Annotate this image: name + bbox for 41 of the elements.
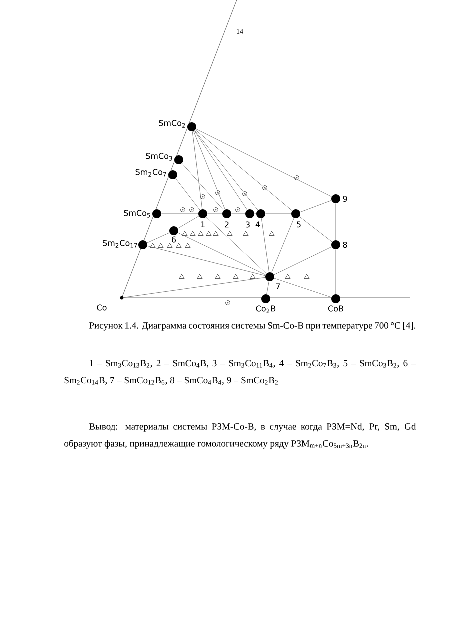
phase-label: 3 xyxy=(246,222,250,228)
phase-label: 4 xyxy=(256,222,260,228)
tie-line xyxy=(194,130,248,210)
phase-label: 5 xyxy=(297,222,301,228)
tie-line xyxy=(206,217,267,274)
phase-label: 6 xyxy=(172,236,176,243)
tie-line xyxy=(261,218,270,273)
phase-label: Co$_{2}$B xyxy=(256,306,276,314)
phase-label: SmCo$_{5}$ xyxy=(124,210,150,218)
phase-label: 9 xyxy=(343,196,348,202)
tie-line xyxy=(124,277,266,298)
phase-label: 2 xyxy=(225,222,229,228)
tie-line xyxy=(194,130,258,211)
tie-line xyxy=(196,128,332,198)
phase-list: 1 – Sm$_{3}$Co$_{13}$B$_{2}$, 2 – SmCo$_{4}$B, 3 – Sm$_{3}$Co$_{11}$B$_{4}$, 4 – Sm$_{2}$Co$_{7}$B$_{3}$, 5 – SmCo$_{3}$B$_{2}$, 6 – Sm$_{2}$Co$_{14}$B, 7 – SmCo$_{12}$B$_{6}$, 8 – SmCo$_{4}$B$_{4}$, 9 – SmCo$_{2}$B$_{2}$ xyxy=(64,360,416,385)
phase-label: CoB xyxy=(328,306,344,312)
tie-line xyxy=(178,232,266,276)
phase-label: Co xyxy=(97,304,107,311)
tie-line xyxy=(182,163,224,211)
tie-line xyxy=(147,232,170,244)
tie-line xyxy=(147,246,266,276)
tie-line xyxy=(274,278,332,298)
tie-line xyxy=(266,281,270,295)
phase-label: 7 xyxy=(276,284,280,290)
tie-line xyxy=(300,216,332,242)
phase-label: 8 xyxy=(343,242,348,248)
conclusion-text: Вывод: материалы системы РЗМ-Co-B, в случае когда РЗМ=Nd, Pr, Sm, Gd образуют фазы, принадлежащие гомологическому ряду РЗМ$_{m+n}$Co$_{5m+3n}$B$_{2n}$. xyxy=(64,423,416,449)
tie-line xyxy=(194,131,226,210)
phase-label: Sm$_{2}$Co$_{7}$ xyxy=(136,169,166,177)
tie-line xyxy=(176,178,200,210)
phase-label: 1 xyxy=(201,222,205,228)
tie-line xyxy=(272,218,294,273)
figure-caption: Рисунок 1.4. Диаграмма состояния системы Sm-Co-B при температуре 700 °C [4]. xyxy=(89,322,416,331)
tie-line xyxy=(178,216,200,229)
tie-line xyxy=(192,131,203,210)
phase-label: Sm$_{2}$Co$_{17}$ xyxy=(103,240,138,248)
tie-line xyxy=(195,130,293,212)
tie-line xyxy=(274,246,332,276)
phase-label: SmCo$_{2}$ xyxy=(159,120,186,128)
phase-label: SmCo$_{3}$ xyxy=(146,153,172,161)
tie-line xyxy=(300,200,332,213)
